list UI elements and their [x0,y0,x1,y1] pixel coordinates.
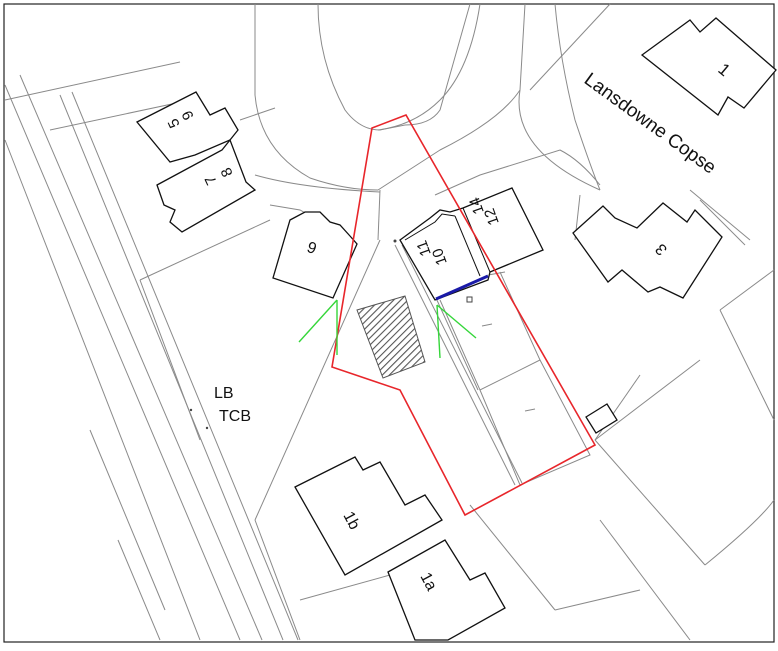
marker-dot-1 [189,408,193,412]
lb-label: LB [214,385,234,402]
proposed-dwelling [356,295,426,379]
house-10-label: 10 [429,246,451,267]
marker-dash-1 [481,323,493,327]
small-path-lines [89,429,166,641]
sight-line-east [436,304,477,359]
house-12-label: 12 [481,206,503,227]
house-11-label: 11 [413,238,434,258]
building-6 [272,211,358,299]
boundary-highlight [435,274,489,301]
small-shed [585,403,618,434]
building-1b [294,456,443,576]
house-14-label: 14 [466,195,488,216]
main-road-lines [4,74,299,641]
building-1a [387,539,506,641]
building-5-9 [135,91,239,163]
cul-de-sac-road [4,3,751,246]
map-frame [3,3,775,643]
marker-dash-2 [524,408,536,412]
sight-line-west [298,299,338,355]
marker-dot-3 [393,239,397,243]
site-boundary [331,114,597,517]
building-10-11-12-14 [399,187,544,301]
marker-square [466,296,473,303]
house-1b-label: 1b [339,509,362,533]
house-1a-label: 1a [416,570,439,594]
building-1 [640,17,777,116]
building-3 [572,202,723,299]
building-7-8 [156,138,257,233]
tcb-label: TCB [219,408,251,425]
plot-boundaries [139,219,775,641]
marker-dot-2 [205,426,209,430]
